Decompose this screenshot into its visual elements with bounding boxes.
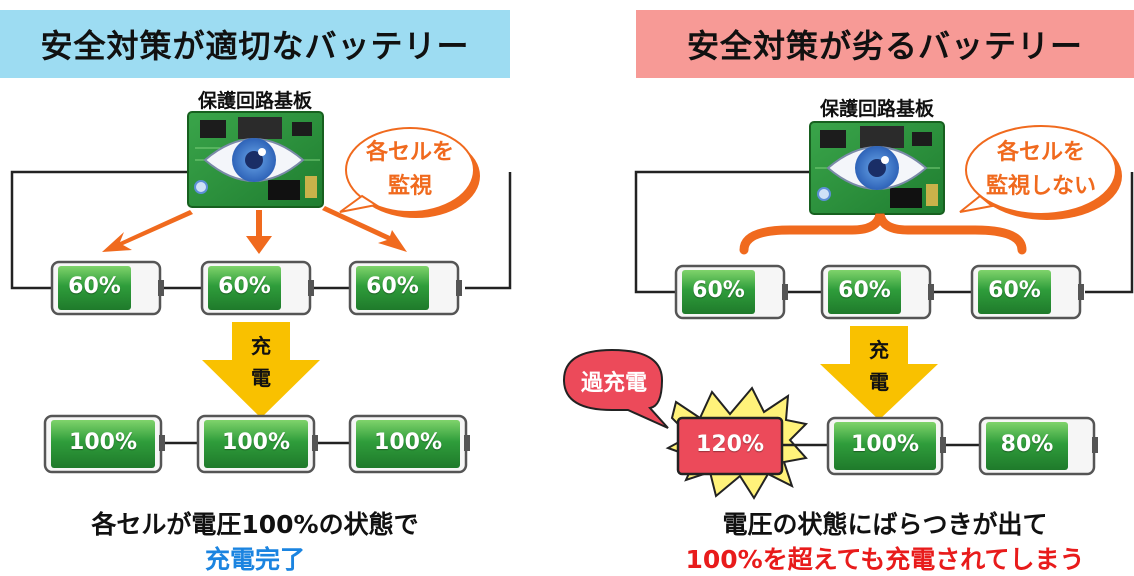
left-charge-char1: 充: [251, 334, 271, 358]
left-bottom-cell-2: [196, 414, 318, 474]
left-top-cell-3: [348, 260, 462, 316]
left-caption-line1: 各セルが電圧100%の状態で: [91, 510, 419, 539]
left-charge-char2: 電: [251, 366, 271, 390]
left-bottom-cell-3: [348, 414, 470, 474]
right-eye-icon: [826, 146, 928, 190]
left-eye-icon: [203, 138, 305, 182]
right-caption-line1: 電圧の状態にばらつきが出て: [722, 510, 1048, 539]
right-top-cell-1: [674, 264, 788, 320]
left-monitor-arrows: [102, 206, 407, 254]
right-bottom-cell-2: [826, 416, 946, 476]
right-caption-line2: 100%を超えても充電されてしまう: [685, 545, 1085, 574]
left-bottom-cell-1: [43, 414, 165, 474]
left-caption-line2: 充電完了: [204, 545, 305, 574]
right-bottom-cell-3-label: 80%: [1000, 432, 1054, 457]
left-top-cell-2-label: 60%: [218, 274, 271, 299]
right-pcb-label: 保護回路基板: [819, 98, 934, 120]
left-speech-bubble: [339, 127, 480, 218]
right-bubble-line2: 監視しない: [985, 174, 1096, 199]
right-bottom-cell-overcharged: [676, 416, 784, 476]
right-top-cell-3-label: 60%: [988, 278, 1041, 303]
right-bottom-cell-2-label: 100%: [851, 432, 919, 457]
left-bubble-line2: 監視: [387, 174, 432, 199]
left-top-cell-2: [200, 260, 314, 316]
left-title: 安全対策が適切なバッテリー: [0, 10, 510, 78]
overcharge-bubble: [562, 348, 669, 429]
right-top-cell-2-label: 60%: [838, 278, 891, 303]
overcharge-label: 過充電: [580, 371, 647, 396]
left-circuit-wire: [10, 170, 512, 290]
left-pcb-label: 保護回路基板: [197, 90, 312, 112]
left-bottom-cell-2-label: 100%: [222, 430, 290, 455]
right-bottom-cell-1-label: 120%: [696, 432, 764, 457]
left-bubble-line1: 各セルを: [365, 140, 454, 165]
right-top-cell-3: [970, 264, 1084, 320]
left-top-cell-1: [50, 260, 164, 316]
left-panel: [10, 111, 512, 474]
right-panel: [562, 121, 1134, 500]
right-bottom-cell-3: [978, 416, 1098, 476]
right-charge-char1: 充: [869, 338, 889, 362]
left-top-cell-1-label: 60%: [68, 274, 121, 299]
right-top-cell-1-label: 60%: [692, 278, 745, 303]
right-brace: [739, 213, 1027, 255]
right-bubble-line1: 各セルを: [996, 140, 1085, 165]
left-charge-arrow: [202, 322, 320, 418]
left-bottom-cell-1-label: 100%: [69, 430, 137, 455]
left-top-cell-3-label: 60%: [366, 274, 419, 299]
right-title: 安全対策が劣るバッテリー: [636, 10, 1134, 78]
right-top-cell-2: [820, 264, 934, 320]
right-circuit-wire: [634, 170, 1134, 294]
right-speech-bubble: [959, 125, 1122, 220]
left-bottom-cell-3-label: 100%: [374, 430, 442, 455]
right-charge-arrow: [820, 326, 938, 420]
right-charge-char2: 電: [869, 370, 889, 394]
